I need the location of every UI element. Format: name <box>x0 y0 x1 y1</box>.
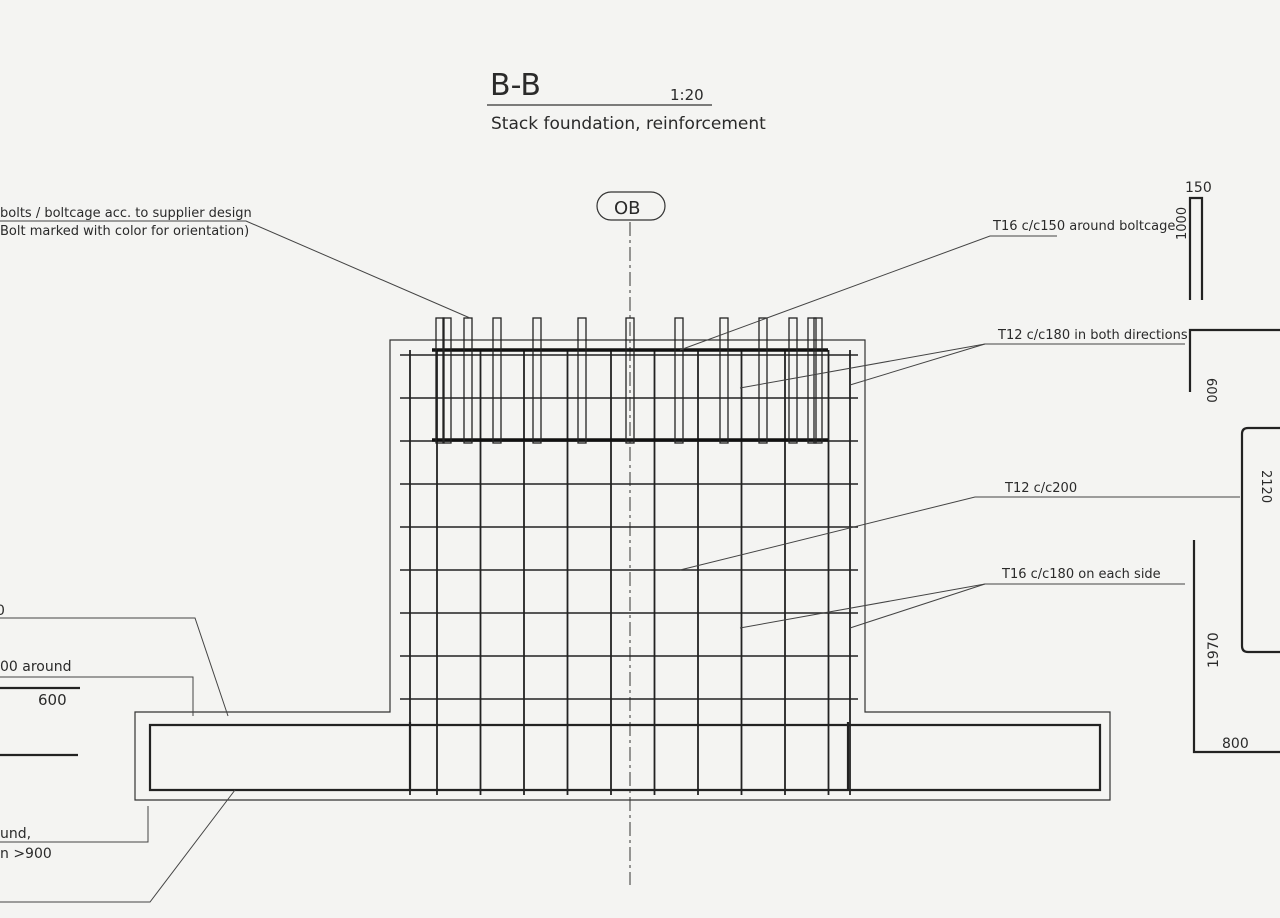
anchor-bolt <box>807 317 817 444</box>
leader-line <box>679 235 1057 351</box>
anchor-bolts <box>435 317 823 444</box>
section-name: B-B <box>490 68 541 103</box>
label-anchor-bolts-2: Bolt marked with color for orientation) <box>0 224 249 239</box>
section-subtitle: Stack foundation, reinforcement <box>491 114 766 134</box>
shape3-height: 2120 <box>1258 470 1273 503</box>
anchor-bolt <box>625 317 635 444</box>
left-shape-leg: 600 <box>38 691 67 709</box>
anchor-bolt <box>442 317 452 444</box>
label-left-4: n >900 <box>0 846 52 862</box>
anchor-bolt <box>758 317 768 444</box>
leader-line <box>849 583 986 629</box>
bar-shape-4 <box>1192 540 1280 754</box>
shape4-height: 1970 <box>1206 632 1222 668</box>
concrete-outline <box>134 339 1111 801</box>
anchor-bolt <box>492 317 502 444</box>
shape1-height: 1000 <box>1175 207 1190 240</box>
label-left-2: 00 around <box>0 659 72 675</box>
anchor-bolt <box>813 317 823 444</box>
axis-label: OB <box>614 198 641 219</box>
bar-bending-shapes: 150 1000 600 2120 1970 800 <box>1175 180 1280 754</box>
section-title: B-B 1:20 Stack foundation, reinforcement <box>487 68 766 134</box>
annotations: bolts / boltcage acc. to supplier design… <box>0 206 1240 903</box>
leader-line <box>849 343 986 386</box>
leader-line <box>679 496 1240 571</box>
section-scale: 1:20 <box>670 86 704 104</box>
leader-line <box>0 676 194 716</box>
label-pedestal-links: T12 c/c200 <box>1004 481 1077 496</box>
label-left-1: 0 <box>0 603 5 619</box>
anchor-bolt <box>788 317 798 444</box>
anchor-bolt <box>719 317 729 444</box>
leader-line <box>0 789 236 903</box>
shape2-leg: 600 <box>1203 378 1218 403</box>
leader-line <box>0 617 229 717</box>
shape4-leg: 800 <box>1222 736 1249 752</box>
foundation-section <box>134 317 1111 801</box>
anchor-bolt <box>463 317 473 444</box>
reinforcement-grid <box>400 350 858 795</box>
bar-shape-1 <box>1188 196 1204 300</box>
leader-line <box>0 806 149 843</box>
label-left-3: und, <box>0 826 31 842</box>
anchor-bolt <box>674 317 684 444</box>
anchor-bolt <box>577 317 587 444</box>
label-anchor-bolts-1: bolts / boltcage acc. to supplier design <box>0 206 252 221</box>
label-boltcage-bars: T16 c/c150 around boltcage <box>992 219 1175 234</box>
axis-marker: OB <box>596 191 666 885</box>
shape1-width: 150 <box>1185 180 1212 196</box>
label-pedestal-vertical: T16 c/c180 on each side <box>1001 567 1161 582</box>
label-top-mesh: T12 c/c180 in both directions <box>997 328 1188 343</box>
leader-line <box>739 583 1185 629</box>
bar-shape-3 <box>1240 426 1280 654</box>
footing-reinforcement <box>148 723 1102 792</box>
anchor-bolt <box>435 317 445 444</box>
bar-shape-2 <box>1188 328 1280 392</box>
leader-line <box>0 220 471 319</box>
anchor-bolt <box>532 317 542 444</box>
